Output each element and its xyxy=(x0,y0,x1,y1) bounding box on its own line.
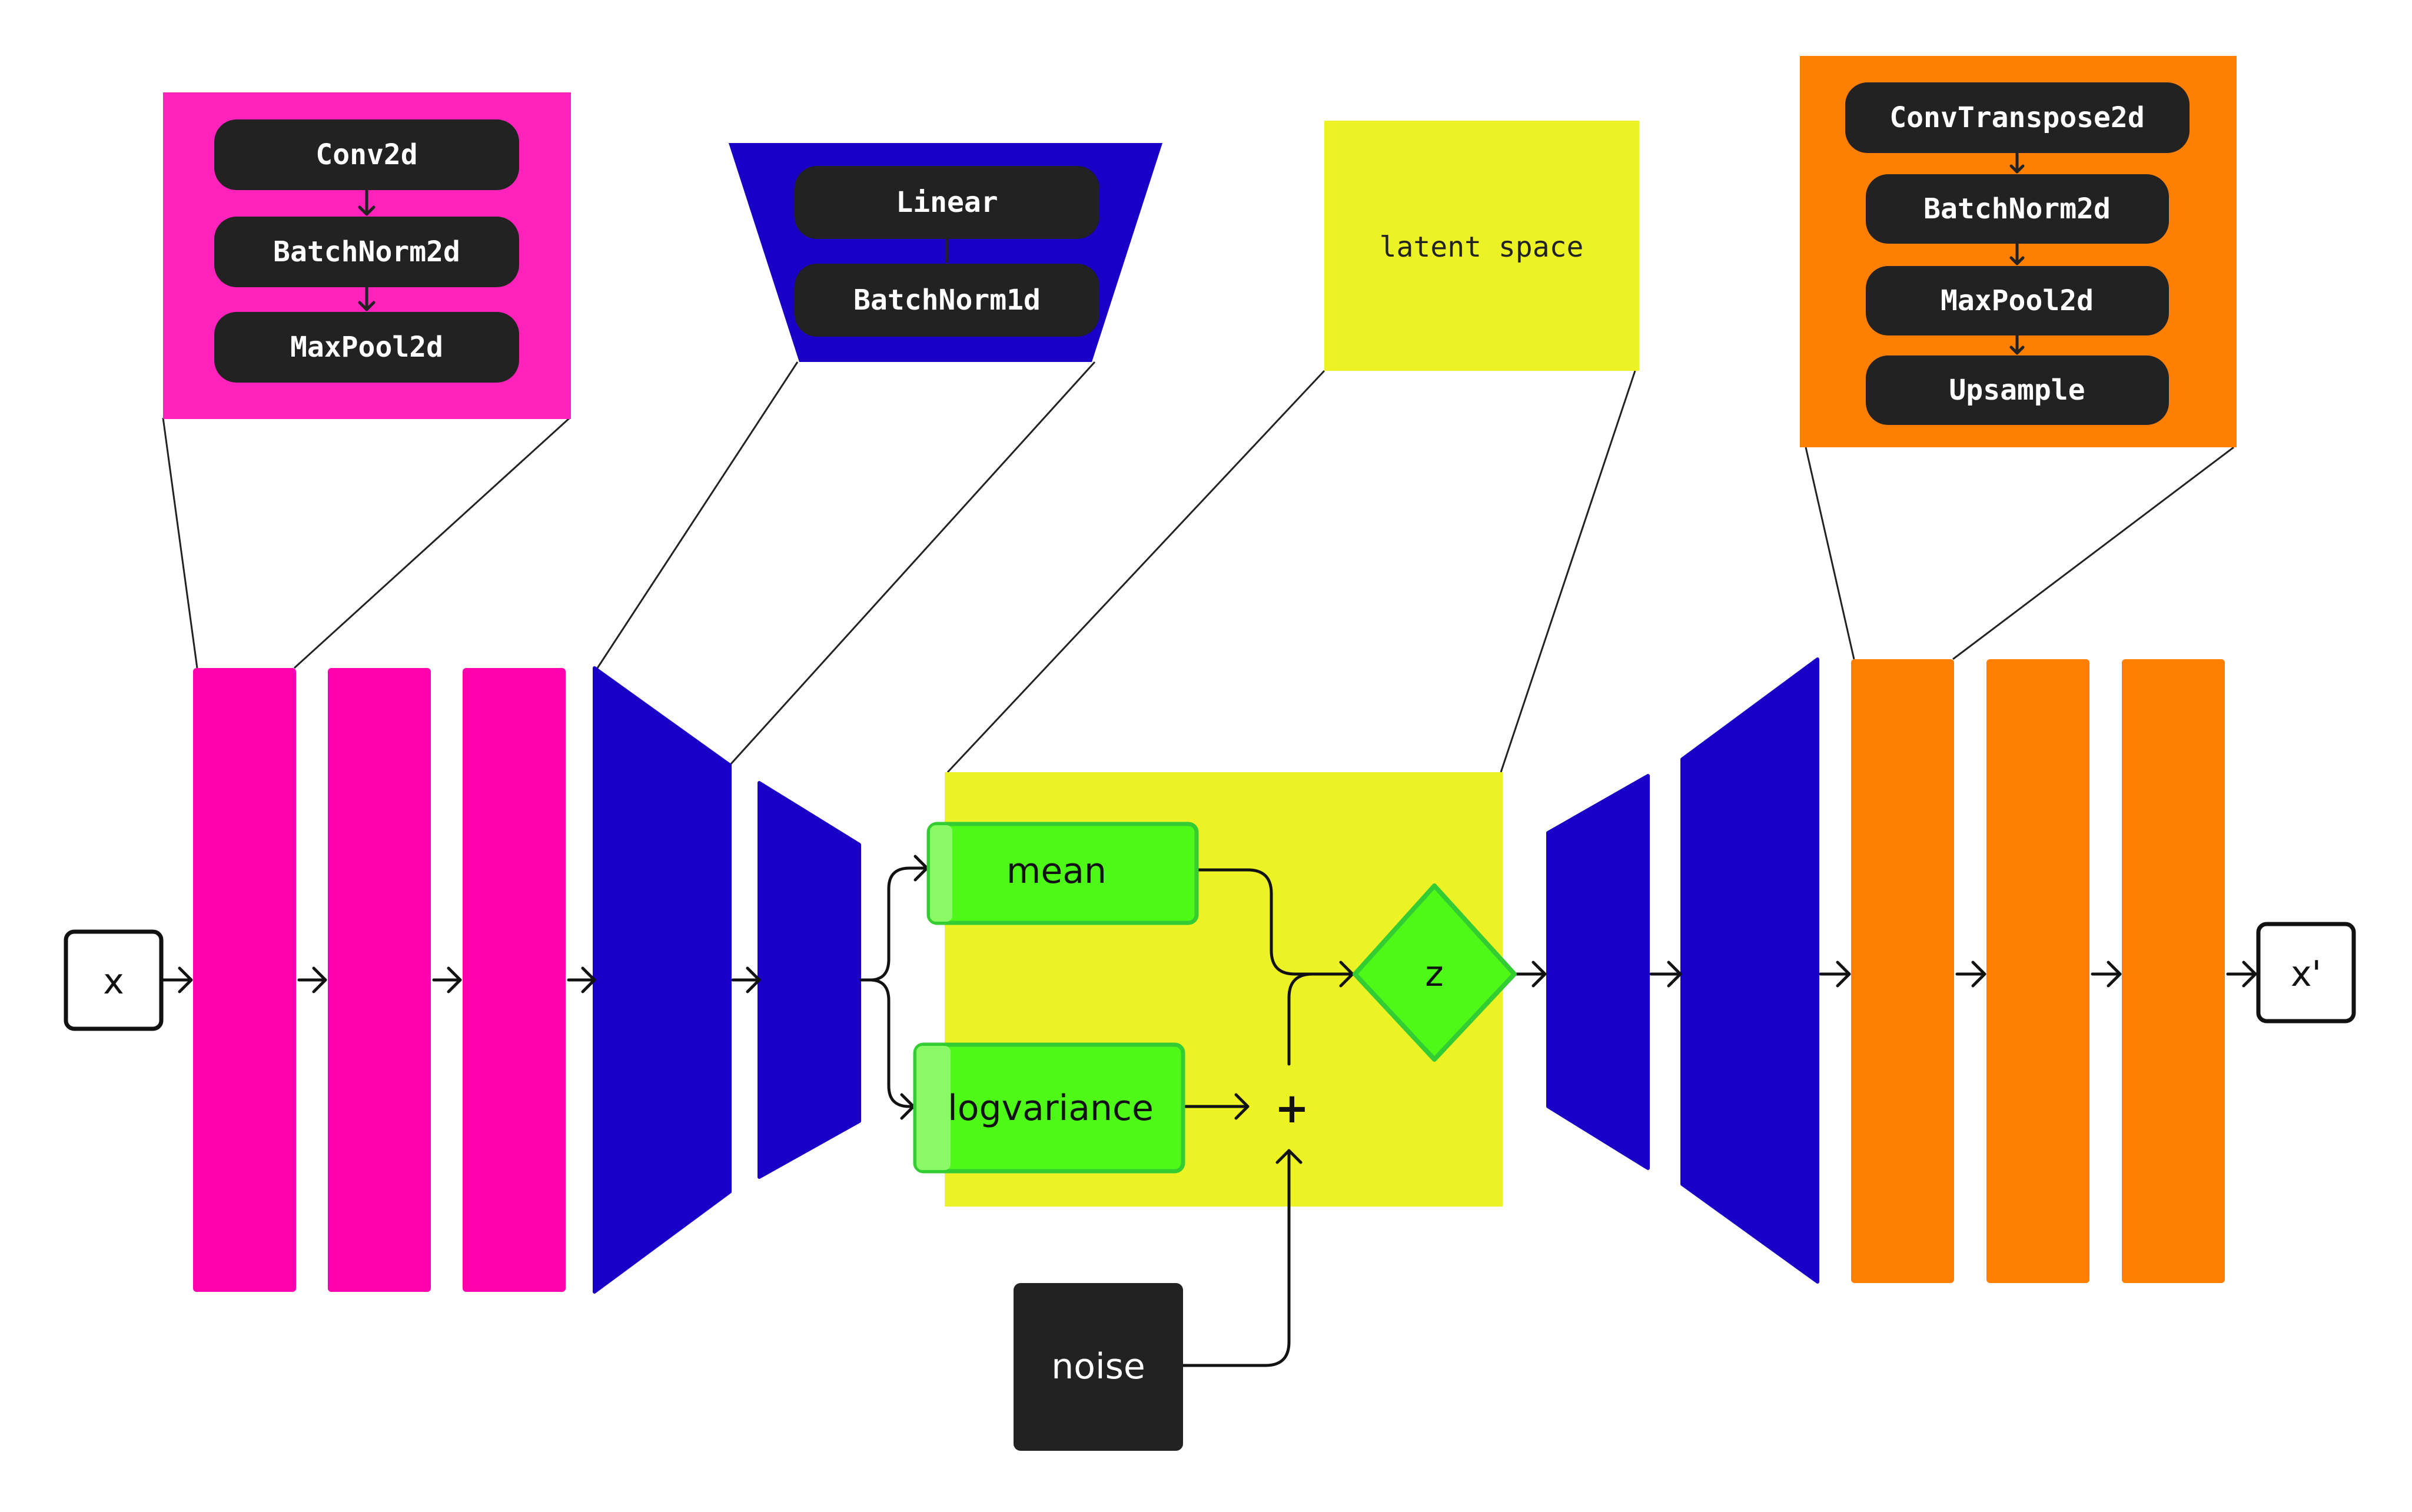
conv-layer xyxy=(463,668,566,1292)
linear-layer xyxy=(1546,774,1650,1170)
linear-block-item: BatchNorm1d xyxy=(795,264,1099,337)
logvariance-label: logvariance xyxy=(948,1088,1154,1129)
conv-block-panel: Conv2d BatchNorm2d MaxPool2d xyxy=(163,92,571,419)
linear-layer xyxy=(1680,657,1819,1284)
deconv-block-item-label: ConvTranspose2d xyxy=(1889,101,2144,134)
plus-operator: + xyxy=(1275,1084,1310,1132)
latent-block-label: latent space xyxy=(1380,231,1584,264)
linear-layer xyxy=(758,781,861,1179)
zoom-connectors xyxy=(162,361,2234,773)
latent-block-background xyxy=(1324,121,1639,371)
deconv-block-item: Upsample xyxy=(1866,355,2169,425)
deconv-block-item: BatchNorm2d xyxy=(1866,174,2169,244)
conv-block-item: BatchNorm2d xyxy=(214,217,519,287)
deconv-block-item-label: BatchNorm2d xyxy=(1923,192,2111,225)
linear-block-item: Linear xyxy=(795,166,1099,239)
linear-block-panel: Linear BatchNorm1d xyxy=(729,143,1162,362)
mean-label: mean xyxy=(1006,850,1107,892)
decoder-linear-layers xyxy=(1546,657,1819,1284)
conv-layer xyxy=(193,668,296,1292)
logvariance-node: logvariance xyxy=(913,1042,1185,1174)
deconv-block-item-label: Upsample xyxy=(1949,374,2085,407)
conv-block-item-label: Conv2d xyxy=(315,138,417,171)
conv-block-item: MaxPool2d xyxy=(214,312,519,383)
noise-node: noise xyxy=(1014,1283,1183,1451)
decoder-deconv-layers xyxy=(1851,659,2225,1283)
output-label: x' xyxy=(2291,953,2321,995)
output-node: x' xyxy=(2256,922,2356,1023)
mean-node: mean xyxy=(926,822,1199,925)
conv-block-item: Conv2d xyxy=(214,119,519,190)
deconv-block-panel: ConvTranspose2d BatchNorm2d MaxPool2d Up… xyxy=(1800,56,2237,447)
deconv-layer xyxy=(2122,659,2225,1283)
deconv-layer xyxy=(1851,659,1954,1283)
encoder-linear-layers xyxy=(593,666,861,1294)
deconv-block-item: ConvTranspose2d xyxy=(1845,82,2190,153)
flow-arrows xyxy=(162,855,2257,1367)
conv-layer xyxy=(328,668,431,1292)
input-label: x xyxy=(103,961,124,1002)
noise-label: noise xyxy=(1051,1346,1145,1387)
conv-block-item-label: MaxPool2d xyxy=(290,331,443,364)
conv-block-item-label: BatchNorm2d xyxy=(273,235,460,268)
encoder-conv-layers xyxy=(193,668,566,1292)
deconv-block-item: MaxPool2d xyxy=(1866,266,2169,335)
deconv-block-item-label: MaxPool2d xyxy=(1941,284,2094,317)
linear-layer xyxy=(593,666,732,1294)
deconv-layer xyxy=(1986,659,2089,1283)
z-label: z xyxy=(1425,953,1444,995)
linear-block-item-label: Linear xyxy=(896,186,998,219)
z-node: z xyxy=(1353,883,1517,1062)
linear-block-item-label: BatchNorm1d xyxy=(853,284,1041,317)
input-node: x xyxy=(64,929,164,1031)
latent-block-panel: latent space xyxy=(1324,121,1639,371)
